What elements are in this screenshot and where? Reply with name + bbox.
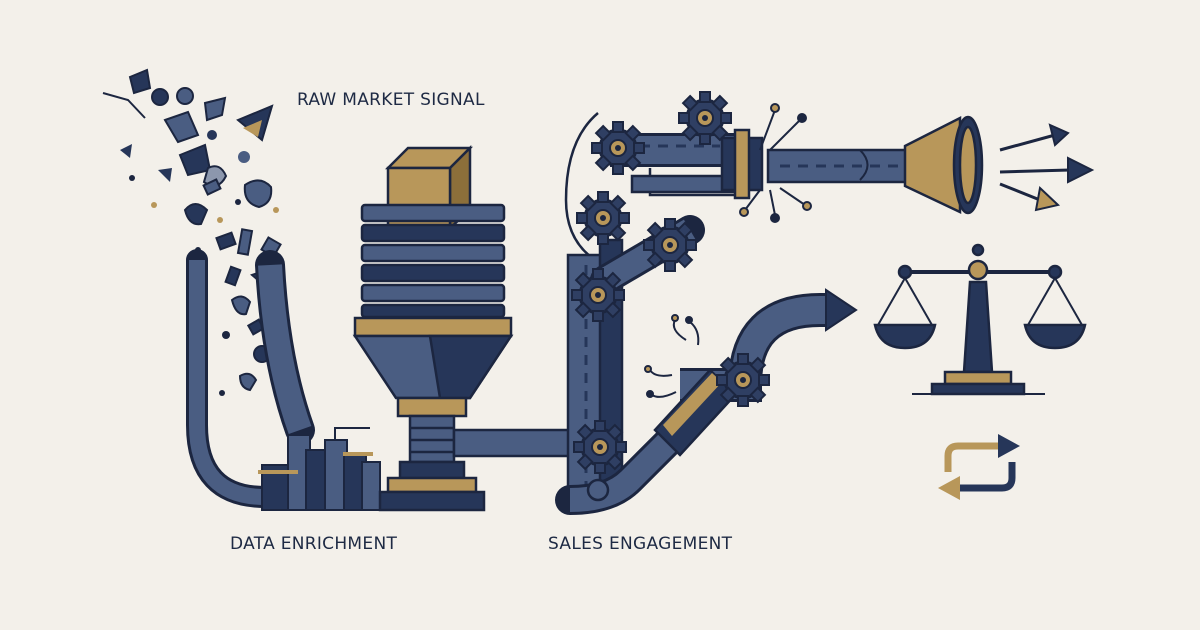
gear-conveyor-icon (555, 90, 858, 515)
megaphone-horn-icon (720, 103, 984, 223)
enrichment-blocks (258, 427, 381, 511)
data-enrichment-label: DATA ENRICHMENT (230, 534, 398, 554)
intake-pipe (186, 249, 315, 508)
sales-engagement-label: SALES ENGAGEMENT (548, 534, 733, 554)
cycle-arrows-icon (938, 434, 1020, 500)
stacked-filter-machine-icon (352, 144, 514, 512)
balance-scale-icon (873, 243, 1087, 396)
arrow-burst-icon (999, 123, 1095, 212)
raw-market-signal-label: RAW MARKET SIGNAL (297, 90, 485, 110)
